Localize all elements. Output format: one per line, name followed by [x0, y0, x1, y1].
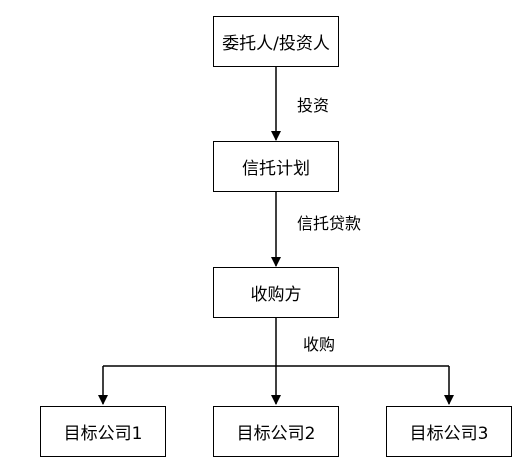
node-target-3: 目标公司3: [386, 406, 512, 457]
node-acquirer: 收购方: [213, 267, 339, 318]
node-trust-plan: 信托计划: [213, 141, 339, 192]
edge-label-acquire: 收购: [303, 335, 336, 354]
node-acquirer-label: 收购方: [250, 285, 302, 305]
edge-label-invest: 投资: [297, 96, 330, 115]
node-trust-plan-label: 信托计划: [242, 159, 310, 179]
node-target-2: 目标公司2: [213, 406, 339, 457]
node-investor: 委托人/投资人: [213, 16, 339, 67]
node-investor-label: 委托人/投资人: [222, 34, 330, 54]
node-target-2-label: 目标公司2: [236, 424, 316, 444]
edge-label-trust-loan: 信托贷款: [297, 214, 362, 233]
node-target-1: 目标公司1: [40, 406, 166, 457]
node-target-1-label: 目标公司1: [63, 424, 143, 444]
node-target-3-label: 目标公司3: [409, 424, 489, 444]
